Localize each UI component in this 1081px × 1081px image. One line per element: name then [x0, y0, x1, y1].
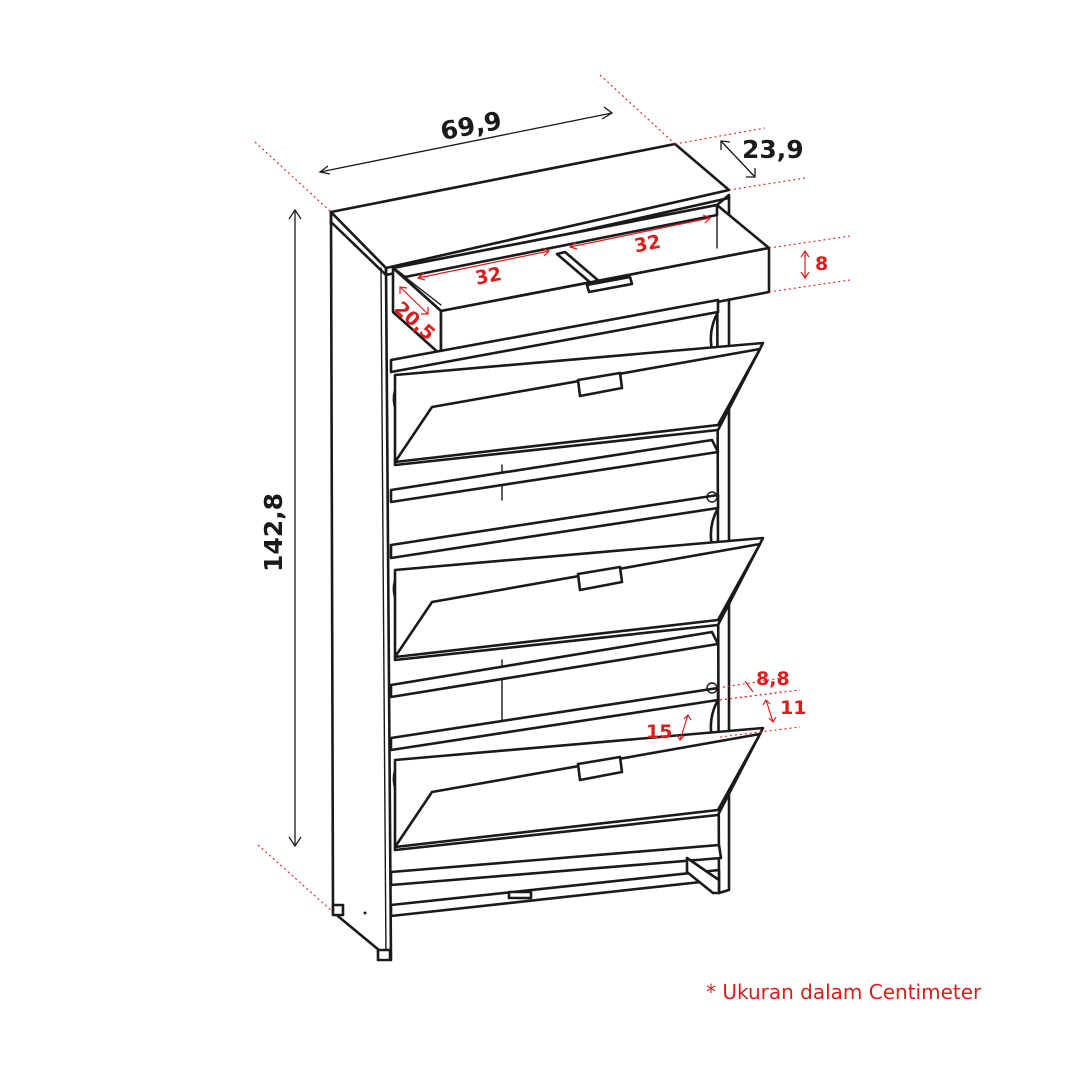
left-side-inner-edge: [380, 267, 387, 959]
width-ext-right: [599, 74, 676, 145]
drawer-inner-left-edge: [404, 276, 442, 306]
hh-arrowhead-bottom: [768, 716, 777, 723]
top-drawer: [391, 203, 771, 357]
base-shelf: [389, 843, 723, 887]
width-arrowhead-right: [601, 106, 614, 120]
drawer-left-arrowhead-a: [416, 272, 426, 281]
flap-1-handle: [576, 371, 624, 398]
left-back-foot: [331, 903, 345, 917]
right-foot: [685, 856, 721, 895]
drawer-h-ext-top: [768, 235, 851, 249]
drawer-right-arrowhead-a: [568, 241, 578, 250]
flap-3-handle: [576, 755, 624, 782]
depth-ext-bottom: [728, 177, 806, 191]
width-ext-left: [254, 141, 332, 213]
width-arrow-line: [319, 112, 613, 173]
unit-note: * Ukuran dalam Centimeter: [706, 980, 982, 1004]
flap-2-hook: [706, 491, 718, 503]
flap-compartment-3: [389, 682, 765, 852]
drawer-left-arrowhead-b: [541, 247, 551, 257]
flap-depth-dimension: 15: [646, 714, 692, 743]
drawer-height-dimension: 8: [768, 235, 851, 293]
drawer-depth-arrowhead-b: [421, 307, 429, 315]
drawer-h-arrowhead-top: [800, 249, 810, 258]
center-foot: [507, 890, 533, 900]
depth-arrow-line: [720, 140, 756, 178]
drawer-depth-arrow-line: [399, 286, 429, 315]
height-dimension: 142,8: [257, 208, 334, 913]
drawer-left-arrow-line: [417, 250, 550, 279]
drawer-inner-left-dimension: 32: [416, 247, 551, 290]
height-arrowhead-top: [288, 208, 302, 220]
flap-depth-arrow-line: [679, 714, 689, 741]
drawer-right-arrowhead-b: [702, 214, 712, 224]
height-ext-bottom: [257, 844, 334, 913]
hh-arrow-line: [765, 699, 774, 723]
flap-1-door-inner: [393, 347, 762, 464]
screw-dot: [363, 911, 367, 915]
height-arrowhead-bottom: [288, 836, 302, 848]
drawer-height-label: 8: [815, 253, 828, 275]
flap-3-door-inner: [393, 732, 762, 849]
height-label: 142,8: [259, 493, 288, 572]
hanger-height-dimension: 11: [719, 689, 806, 738]
flap-compartment-1: [389, 298, 765, 504]
flap-depth-label: 15: [646, 721, 672, 743]
top-slab-bottom-edge: [329, 220, 388, 277]
hh-arrowhead-top: [762, 699, 771, 706]
width-dimension: 69,9: [254, 74, 676, 213]
hh-ext-top: [719, 689, 801, 701]
width-label: 69,9: [438, 106, 504, 146]
depth-label: 23,9: [742, 135, 804, 164]
left-front-foot: [376, 948, 392, 962]
hh-ext-bottom: [719, 726, 801, 738]
hanger-gap-label: 8,8: [756, 668, 790, 690]
flap-compartment-2: [389, 491, 765, 699]
shelf-1: [389, 438, 720, 504]
hanger-height-label: 11: [780, 697, 806, 719]
shelf-2: [389, 630, 720, 699]
flap-2-handle: [576, 565, 624, 592]
depth-arrowhead-top: [720, 140, 731, 150]
drawer-handle: [585, 275, 634, 294]
depth-arrowhead-bottom: [746, 168, 756, 178]
drawer-h-arrowhead-bottom: [800, 271, 810, 280]
gap-ext-top: [717, 677, 783, 689]
depth-ext-top: [674, 127, 766, 145]
flap-2-door-inner: [393, 542, 762, 659]
width-arrowhead-left: [318, 165, 331, 175]
flap-depth-arrowhead-top: [683, 714, 692, 721]
gap-arrow-line: [744, 680, 754, 693]
drawer-inner-right-dimension: 32: [568, 214, 712, 258]
drawer-h-ext-bottom: [768, 279, 851, 293]
flap-3-hook: [706, 682, 718, 694]
flap-depth-arrowhead-bottom: [676, 734, 685, 741]
drawer-inner-left-label: 32: [473, 263, 503, 290]
depth-dimension: 23,9: [674, 127, 806, 191]
drawer-inner-right-label: 32: [632, 231, 662, 258]
drawer-right-arrow-line: [569, 217, 711, 248]
drawer-depth-arrowhead-a: [399, 286, 408, 294]
